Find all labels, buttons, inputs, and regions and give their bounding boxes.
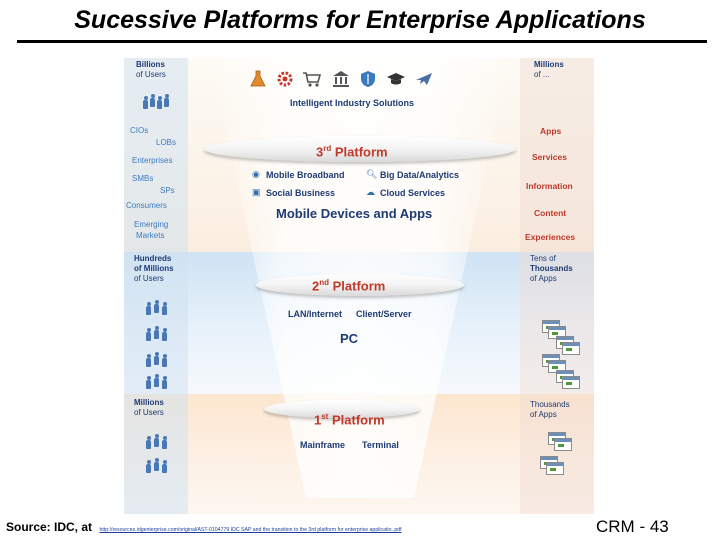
third-platform-label: 3rd Platform: [316, 144, 388, 160]
users-icon: [142, 350, 170, 372]
users-icon: [142, 298, 170, 320]
experiences-item: Experiences: [525, 232, 576, 242]
apps-item: Apps: [540, 126, 562, 136]
gear-icon: [277, 71, 293, 87]
users-icon: [142, 456, 170, 478]
first-platform-disk: [264, 400, 420, 418]
of-users-2-label: of Users: [134, 274, 164, 283]
mobile-broadband-label: Mobile Broadband: [266, 170, 345, 180]
app-windows-icon: [548, 432, 574, 454]
billions-label: Billions: [136, 60, 165, 69]
app-windows-icon: [542, 320, 568, 342]
graduation-cap-icon: [387, 73, 405, 85]
wifi-icon: ◉: [252, 169, 260, 179]
platforms-diagram: Intelligent Industry Solutions 3rd Platf…: [124, 58, 594, 514]
segment-emerging: Emerging: [134, 220, 169, 229]
segment-enterprises: Enterprises: [132, 156, 173, 165]
users-icon: [142, 432, 170, 454]
segment-sps: SPs: [160, 186, 175, 195]
mobile-devices-label: Mobile Devices and Apps: [276, 206, 433, 221]
of-apps-2-label: of Apps: [530, 274, 557, 283]
app-windows-icon: [556, 370, 582, 392]
app-windows-icon: [556, 336, 582, 358]
app-windows-icon: [540, 456, 566, 478]
content-item: Content: [534, 208, 567, 218]
segment-consumers: Consumers: [126, 201, 167, 210]
flask-icon: [250, 70, 266, 87]
client-server-label: Client/Server: [356, 309, 412, 319]
lan-internet-label: LAN/Internet: [288, 309, 342, 319]
of-ellipsis-label: of ...: [534, 70, 550, 79]
information-item: Information: [526, 181, 573, 191]
users-icon: [142, 324, 170, 346]
of-users-1-label: of Users: [134, 408, 164, 417]
cart-icon: [303, 72, 322, 87]
source-line: Source: IDC, at http://resources.idgente…: [6, 518, 402, 536]
segment-smbs: SMBs: [132, 174, 154, 183]
first-platform-label: 1st Platform: [314, 412, 385, 428]
users-icon: [142, 372, 170, 394]
of-millions-label: of Millions: [134, 264, 174, 273]
millions-label: Millions: [534, 60, 564, 69]
cloud-icon: ☁: [366, 187, 375, 197]
third-platform-disk: [204, 136, 516, 162]
millions-users-label: Millions: [134, 398, 164, 407]
thousands-label: Thousands: [530, 264, 573, 273]
social-business-label: Social Business: [266, 188, 336, 198]
industry-solutions-label: Intelligent Industry Solutions: [290, 98, 415, 108]
slide-title: Sucessive Platforms for Enterprise Appli…: [74, 6, 646, 34]
bank-icon: [333, 71, 349, 87]
users-icon: [142, 92, 170, 114]
shield-icon: [361, 71, 375, 87]
tens-of-label: Tens of: [530, 254, 556, 263]
services-item: Services: [532, 152, 567, 162]
of-users-label: of Users: [136, 70, 166, 79]
segment-cios: CIOs: [130, 126, 149, 135]
cloud-services-label: Cloud Services: [380, 188, 446, 198]
segment-markets: Markets: [136, 231, 165, 240]
second-platform-disk: [256, 274, 464, 296]
thousands-apps-label: Thousands: [530, 400, 570, 409]
source-label: Source: IDC, at: [6, 520, 93, 534]
source-link[interactable]: http://resources.idgenterprise.com/origi…: [99, 527, 402, 533]
magnifier-icon: 🔍︎: [366, 169, 378, 179]
title-underline: [17, 40, 707, 43]
big-data-label: Big Data/Analytics: [380, 170, 460, 180]
app-windows-icon: [542, 354, 568, 376]
slide-number: CRM - 43: [596, 517, 669, 536]
social-icon: ▣: [252, 187, 261, 197]
plane-icon: [416, 73, 432, 85]
mainframe-label: Mainframe: [300, 440, 346, 450]
segment-lobs: LOBs: [156, 138, 177, 147]
second-platform-label: 2nd Platform: [312, 278, 386, 294]
industry-icon-row: [248, 70, 478, 92]
pc-label: PC: [340, 331, 359, 346]
terminal-label: Terminal: [362, 440, 399, 450]
of-apps-1-label: of Apps: [530, 410, 557, 419]
hundreds-label: Hundreds: [134, 254, 172, 263]
